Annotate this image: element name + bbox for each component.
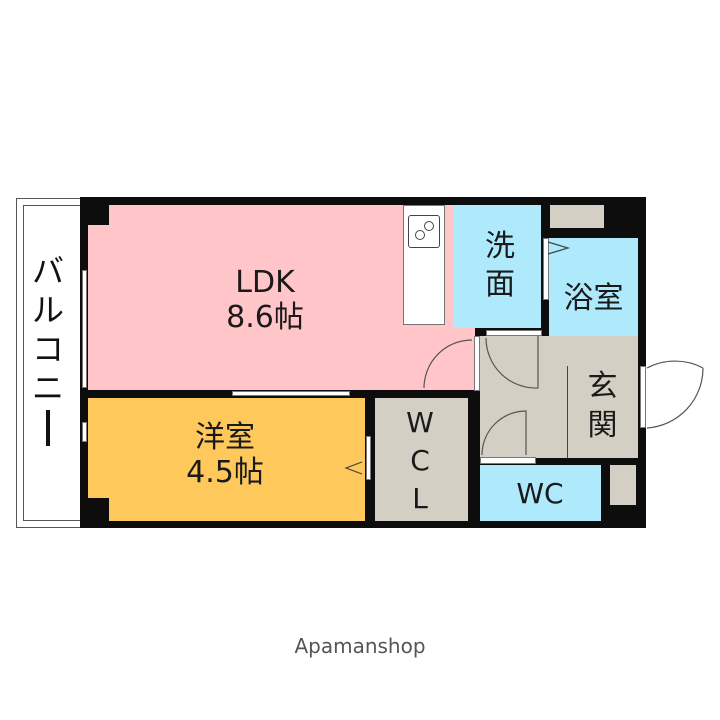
stove-icon [408,215,440,248]
ldk-hall-door-slit [474,336,480,391]
entrance-label: 玄 関 [587,369,618,443]
front-door-slit [640,366,646,428]
toilet-label: WC [516,477,564,510]
toilet-door-slit [480,457,536,464]
bathroom-door-slit [543,238,549,300]
room-toilet [480,465,601,521]
washroom-label: 洗 面 [485,229,515,302]
washroom-door-slit [486,330,542,336]
ldk-western-sliding-door [232,391,350,396]
western-pillar [80,498,109,528]
bathroom-label: 浴室 [563,281,624,316]
storage-bottom [610,465,636,505]
wcl-label: W C L [406,406,434,515]
balcony-inner-line [23,205,83,521]
room-washroom [453,205,541,328]
balcony-label: バ ル コ ニ [26,252,70,448]
balcony [16,198,86,528]
watermark: Apamanshop [294,634,426,658]
room-western [88,398,365,521]
room-entrance [567,366,638,458]
balcony-window-ldk [82,270,87,388]
wcl-door-slit [366,436,371,480]
storage-top [550,205,604,228]
ldk-label: LDK 8.6帖 [226,265,304,335]
balcony-window-western [82,422,87,442]
room-wcl [375,398,468,521]
ldk-pillar [80,197,109,225]
long-dash-mark [46,410,50,447]
western-room-label: 洋室 4.5帖 [186,420,264,490]
